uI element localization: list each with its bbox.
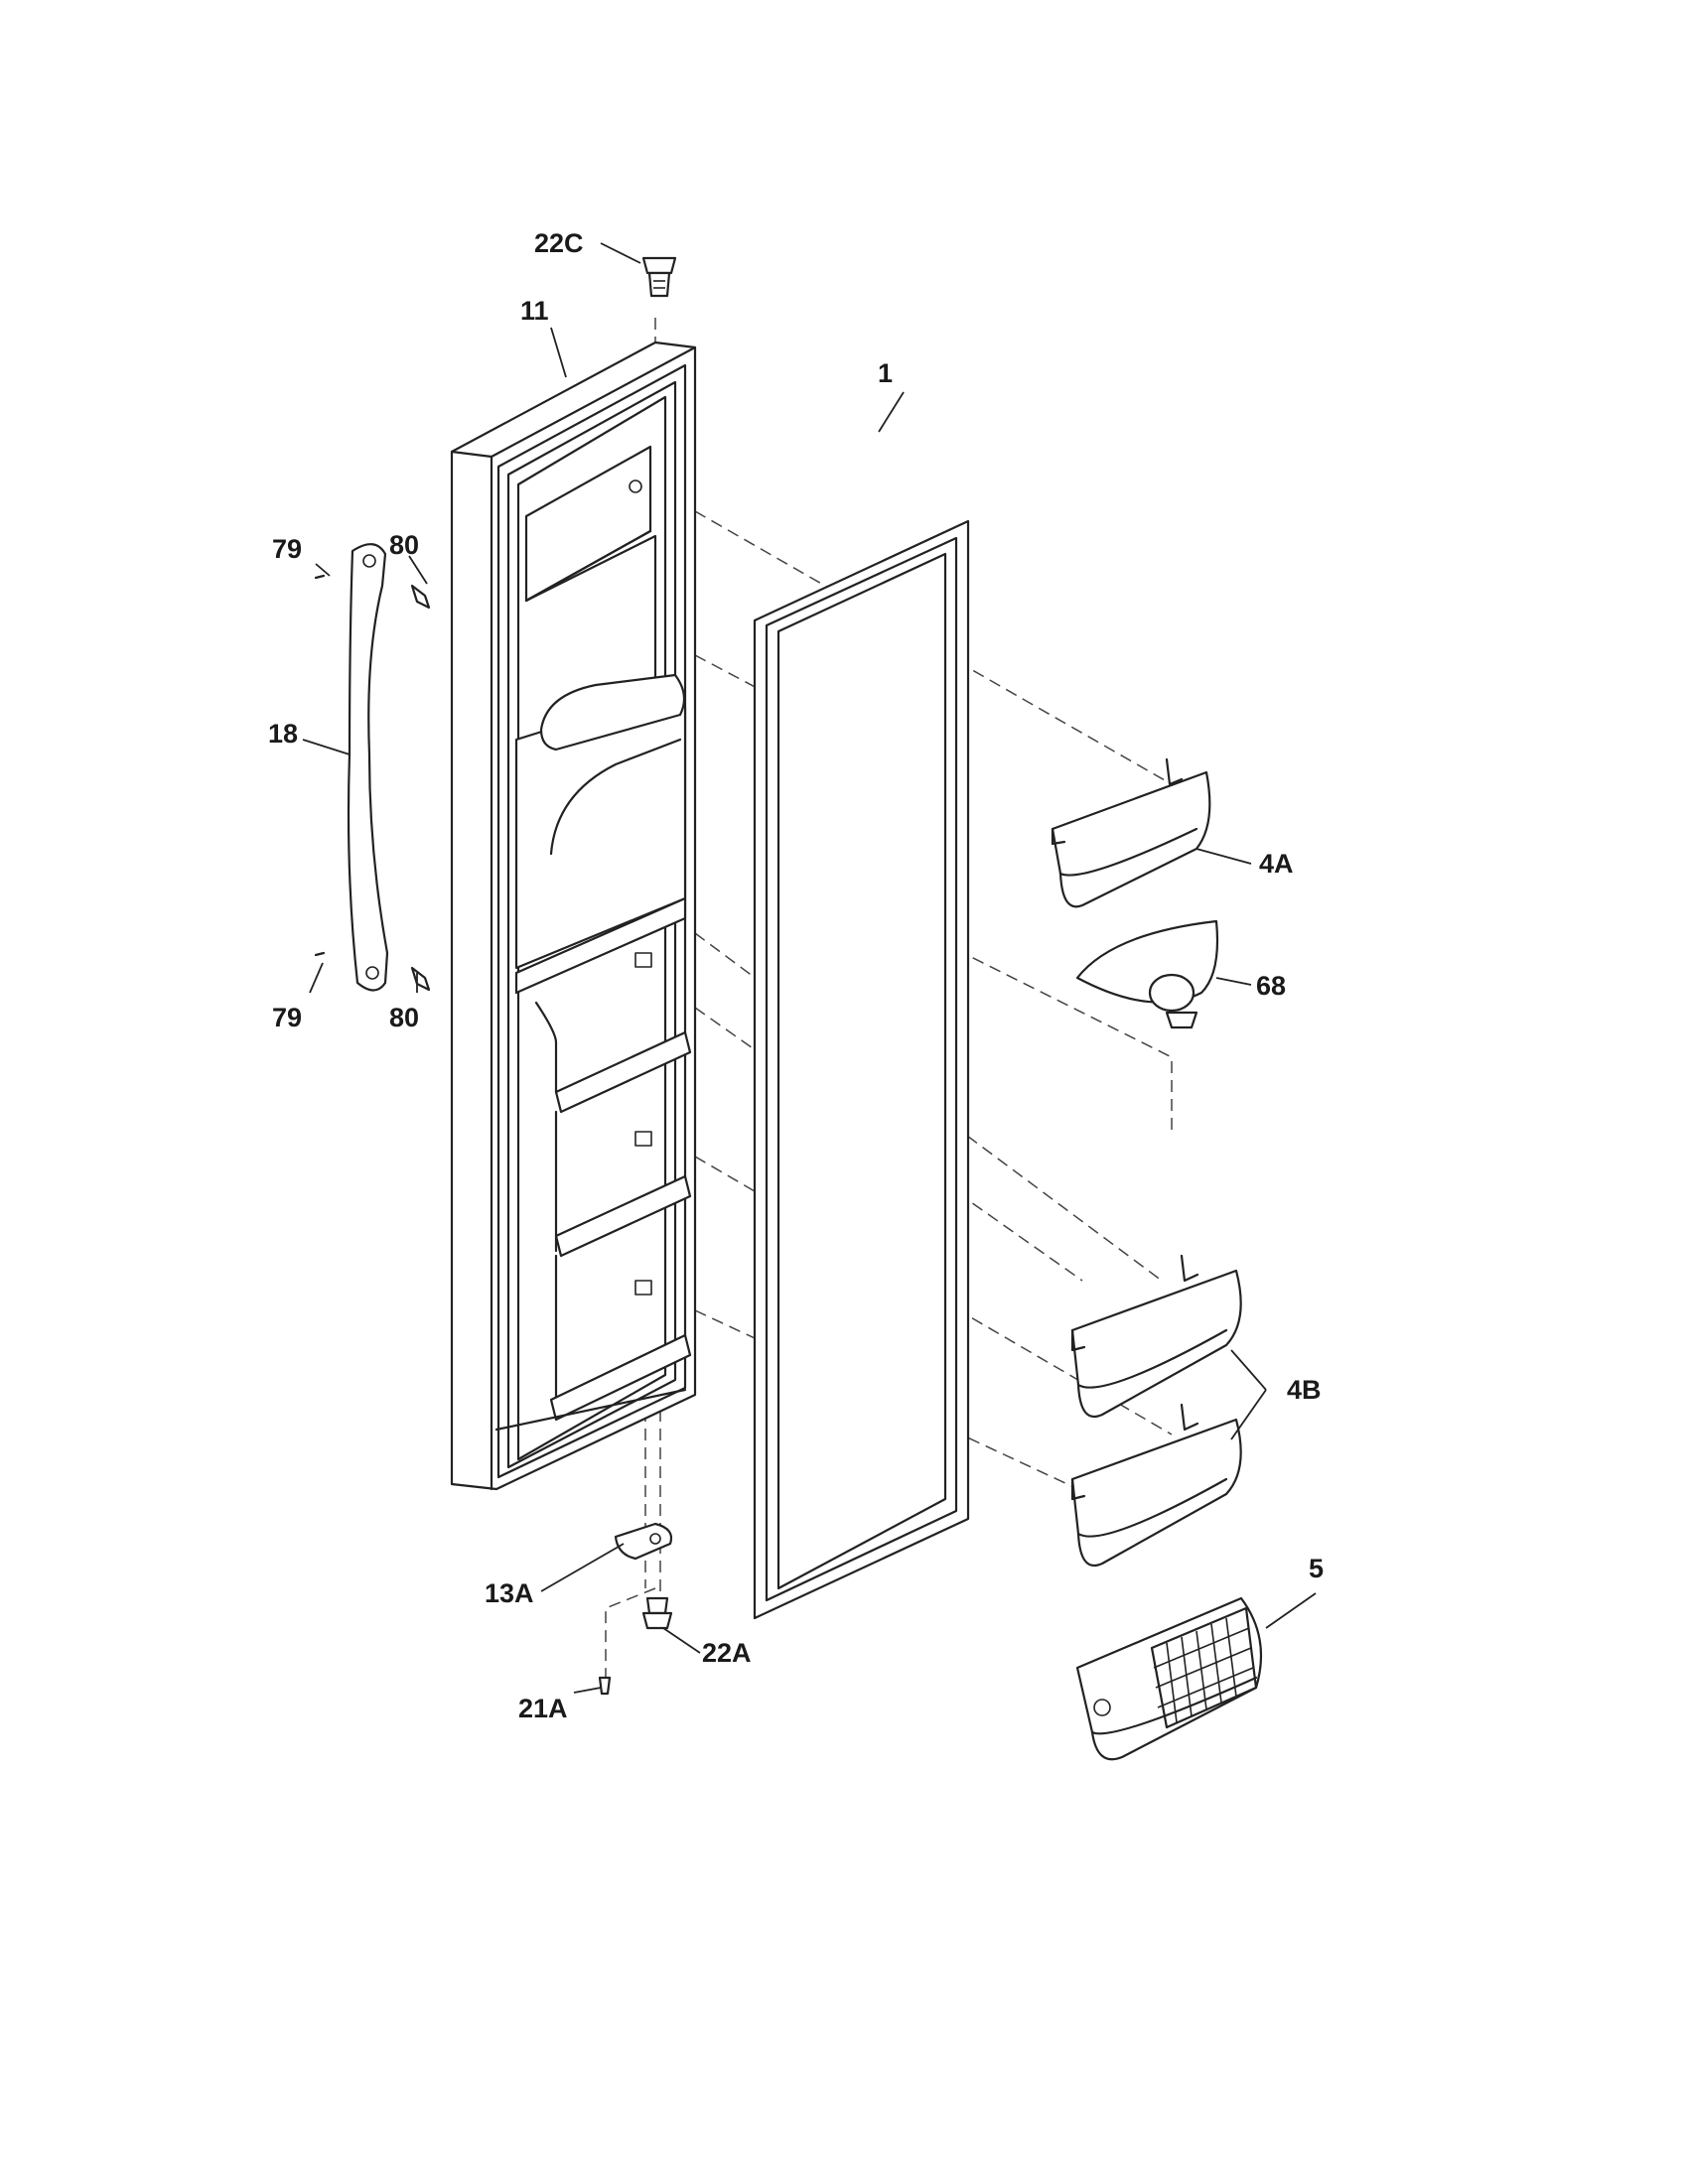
- label-68: 68: [1256, 971, 1287, 1001]
- part-13a-hinge-bracket: [614, 1522, 673, 1561]
- part-22a-hinge-pin: [641, 1596, 673, 1630]
- label-79-top: 79: [272, 534, 303, 564]
- label-18: 18: [268, 719, 299, 749]
- label-21a: 21A: [518, 1694, 568, 1723]
- label-13a: 13A: [485, 1578, 534, 1608]
- part-11-door: [450, 341, 697, 1491]
- label-1: 1: [878, 358, 894, 388]
- label-4b: 4B: [1287, 1375, 1322, 1405]
- label-80-bottom: 80: [389, 1003, 420, 1032]
- part-1-gasket: [753, 519, 970, 1620]
- label-11: 11: [520, 296, 549, 326]
- part-18-handle: [347, 543, 389, 992]
- part-80-anchors: [410, 584, 431, 992]
- label-22c: 22C: [534, 228, 584, 258]
- part-5-wire-basket: [1075, 1596, 1263, 1761]
- leader-lines: [302, 242, 1317, 1694]
- label-4a: 4A: [1259, 849, 1294, 879]
- part-22c-hinge-pin: [641, 256, 677, 298]
- part-21a-screw: [598, 1676, 612, 1696]
- part-68-chute: [1075, 919, 1219, 1029]
- label-79-bottom: 79: [272, 1003, 303, 1032]
- part-4b-door-bins: [1070, 1254, 1242, 1567]
- label-22a: 22A: [702, 1638, 752, 1668]
- part-79-screws: [314, 574, 326, 957]
- part-4a-door-bin: [1051, 757, 1211, 908]
- label-5: 5: [1309, 1554, 1325, 1583]
- label-80-top: 80: [389, 530, 420, 560]
